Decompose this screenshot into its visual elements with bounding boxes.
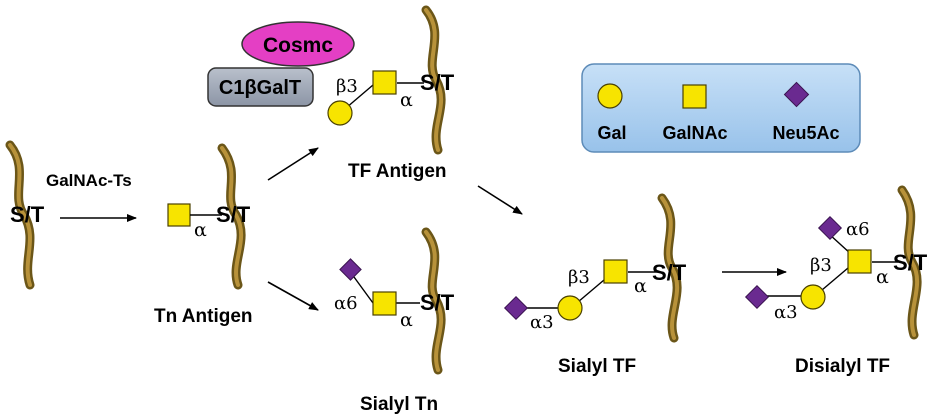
gal-icon: [327, 100, 353, 126]
reaction-arrows: [60, 147, 787, 311]
c1galt-enzyme: C1βGalT: [207, 67, 314, 107]
peptide-chain-sialyl-tf: [657, 193, 682, 343]
neu5ac-icon: [744, 284, 770, 310]
galnac-ts-label: GalNAc-Ts: [46, 171, 132, 190]
neu5ac-icon: [339, 258, 362, 281]
galnac-legend-label: GalNAc: [662, 123, 727, 143]
arrow-to-sialyl-tf: [477, 185, 523, 215]
peptide-chain-disialyl-tf: [897, 185, 922, 340]
galnac-icon: [372, 291, 397, 316]
cosmc-label: Cosmc: [263, 34, 333, 57]
arrow-to-tf: [267, 147, 319, 181]
alpha-linkage-label: α: [194, 219, 207, 241]
alpha-linkage-label: α: [634, 275, 647, 297]
beta3-linkage-label: β3: [568, 267, 590, 288]
site-label: S/T: [216, 202, 251, 227]
neu5ac-legend-label: Neu5Ac: [772, 123, 839, 143]
galnac-icon: [603, 259, 628, 284]
galnac-icon: [847, 249, 872, 274]
peptide-chains: [5, 5, 922, 375]
galnac-icon: [372, 70, 397, 95]
peptide-chain-unmodified: [5, 140, 35, 290]
alpha6-linkage-label: α6: [334, 293, 358, 314]
peptide-chain-tf: [421, 5, 446, 155]
neu5ac-icon: [817, 215, 843, 241]
legend-box: Gal GalNAc Neu5Ac: [581, 63, 861, 153]
gal-legend-icon: [597, 83, 623, 109]
site-label: S/T: [420, 290, 455, 315]
disialyl-tf-label: Disialyl TF: [795, 356, 890, 377]
disialyl-tf-antigen: α6 β3 α3 α S/T Disialyl TF: [744, 215, 928, 377]
alpha6-linkage-label: α6: [846, 219, 870, 240]
site-label: S/T: [10, 202, 45, 227]
neu5ac-legend-icon: [783, 81, 810, 108]
gal-legend-label: Gal: [597, 123, 626, 143]
alpha-linkage-label: α: [400, 89, 413, 111]
beta3-linkage-label: β3: [810, 255, 832, 276]
alpha3-linkage-label: α3: [774, 302, 798, 323]
sialyl-tf-antigen: β3 α3 α S/T Sialyl TF: [503, 259, 687, 377]
galnac-legend-icon: [682, 84, 707, 109]
tn-antigen: α S/T Tn Antigen: [154, 202, 253, 327]
sialyl-tf-label: Sialyl TF: [558, 356, 636, 377]
sialyl-tn-antigen: α6 α S/T Sialyl Tn: [334, 258, 455, 415]
arrow-to-sialyl-tn: [267, 281, 319, 311]
beta3-linkage-label: β3: [336, 76, 358, 97]
unmodified-site: S/T GalNAc-Ts: [10, 171, 132, 227]
peptide-chain-sialyl-tn: [421, 227, 446, 375]
alpha-linkage-label: α: [400, 309, 413, 331]
tf-antigen-label: TF Antigen: [348, 161, 447, 182]
gal-icon: [800, 284, 826, 310]
c1galt-label: C1βGalT: [219, 77, 301, 99]
site-label: S/T: [893, 250, 928, 275]
tn-antigen-label: Tn Antigen: [154, 306, 253, 327]
gal-icon: [557, 295, 583, 321]
site-label: S/T: [420, 70, 455, 95]
tf-antigen: β3 α S/T TF Antigen: [327, 70, 455, 182]
neu5ac-icon: [503, 295, 529, 321]
sialyl-tn-label: Sialyl Tn: [360, 394, 438, 415]
cosmc-enzyme: Cosmc: [241, 21, 355, 67]
galnac-icon: [167, 203, 191, 227]
alpha3-linkage-label: α3: [530, 312, 554, 333]
site-label: S/T: [652, 260, 687, 285]
alpha-linkage-label: α: [876, 266, 889, 288]
peptide-chain-tn: [217, 143, 246, 290]
